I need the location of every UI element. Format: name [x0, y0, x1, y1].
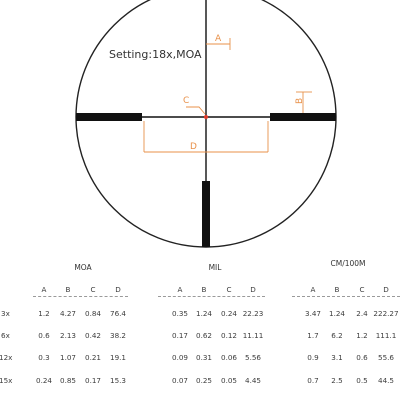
column-header: D	[115, 285, 121, 294]
table-cell: 55.6	[377, 353, 395, 362]
table-cell: 0.62	[195, 331, 213, 340]
dimension-c	[186, 106, 206, 115]
table-cell: 1.24	[328, 309, 346, 318]
table-cell: 1.2	[38, 309, 50, 318]
column-header: C	[226, 285, 232, 294]
table-cell: 2.13	[59, 331, 77, 340]
table-cell: 1.7	[307, 331, 319, 340]
table-cell: 0.17	[84, 376, 102, 385]
table-cell: 0.85	[59, 376, 77, 385]
label-d: D	[190, 142, 197, 152]
table-cell: 0.6	[38, 331, 50, 340]
table-cell: 3.47	[304, 309, 322, 318]
label-b: B	[295, 98, 305, 104]
table-group-title: CM/100M	[330, 259, 366, 268]
table-cell: 0.6	[356, 353, 368, 362]
column-header: D	[250, 285, 256, 294]
table-cell: 0.31	[195, 353, 213, 362]
table-cell: 2.4	[356, 309, 368, 318]
table-cell: 0.7	[307, 376, 319, 385]
table-cell: 0.42	[84, 331, 102, 340]
table-cell: 0.05	[220, 376, 238, 385]
dimension-d	[143, 121, 269, 153]
crosshair-post-left	[76, 113, 142, 121]
dimension-a	[206, 38, 231, 50]
table-cell: 0.9	[307, 353, 319, 362]
column-header: B	[201, 285, 207, 294]
table-cell: 4.45	[244, 376, 262, 385]
label-a: A	[215, 34, 222, 44]
table-cell: 1.2	[356, 331, 368, 340]
table-cell: 0.25	[195, 376, 213, 385]
column-header: A	[310, 285, 316, 294]
header-divider	[292, 296, 400, 297]
table-cell: 2.5	[331, 376, 343, 385]
table-cell: 19.1	[109, 353, 127, 362]
table-cell: 3.1	[331, 353, 343, 362]
crosshair-post-bottom	[202, 181, 210, 247]
magnification-label: 12x	[0, 353, 13, 362]
crosshair-post-right	[270, 113, 336, 121]
table-cell: 6.2	[331, 331, 343, 340]
setting-text: Setting:18x,MOA	[109, 48, 202, 61]
table-cell: 44.5	[377, 376, 395, 385]
table-cell: 4.27	[59, 309, 77, 318]
column-header: B	[334, 285, 340, 294]
header-divider	[158, 296, 265, 297]
magnification-label: 3x	[1, 309, 10, 318]
reticle-diagram: Setting:18x,MOA A B C D	[75, 0, 337, 248]
column-header: A	[41, 285, 47, 294]
table-cell: 0.3	[38, 353, 50, 362]
table-group-title: MIL	[208, 263, 222, 272]
magnification-label: 6x	[1, 331, 10, 340]
table-cell: 0.17	[171, 331, 189, 340]
table-cell: 0.21	[84, 353, 102, 362]
table-cell: 22.23	[242, 309, 264, 318]
table-cell: 0.24	[220, 309, 238, 318]
table-cell: 0.06	[220, 353, 238, 362]
table-cell: 38.2	[109, 331, 127, 340]
table-cell: 0.84	[84, 309, 102, 318]
table-cell: 222.27	[373, 309, 399, 318]
dimension-b	[296, 91, 312, 113]
column-header: D	[383, 285, 389, 294]
table-cell: 0.07	[171, 376, 189, 385]
table-cell: 0.24	[35, 376, 53, 385]
table-cell: 0.12	[220, 331, 238, 340]
center-dot	[204, 115, 208, 119]
table-cell: 1.24	[195, 309, 213, 318]
table-cell: 5.56	[244, 353, 262, 362]
table-cell: 1.07	[59, 353, 77, 362]
column-header: C	[359, 285, 365, 294]
header-divider	[33, 296, 128, 297]
table-cell: 111.1	[375, 331, 397, 340]
label-c: C	[183, 96, 189, 106]
column-header: B	[65, 285, 71, 294]
magnification-label: 15x	[0, 376, 13, 385]
column-header: A	[177, 285, 183, 294]
table-cell: 76.4	[109, 309, 127, 318]
table-cell: 0.09	[171, 353, 189, 362]
column-header: C	[90, 285, 96, 294]
table-cell: 15.3	[109, 376, 127, 385]
table-cell: 0.35	[171, 309, 189, 318]
table-cell: 11.11	[242, 331, 264, 340]
table-group-title: MOA	[74, 263, 92, 272]
table-cell: 0.5	[356, 376, 368, 385]
